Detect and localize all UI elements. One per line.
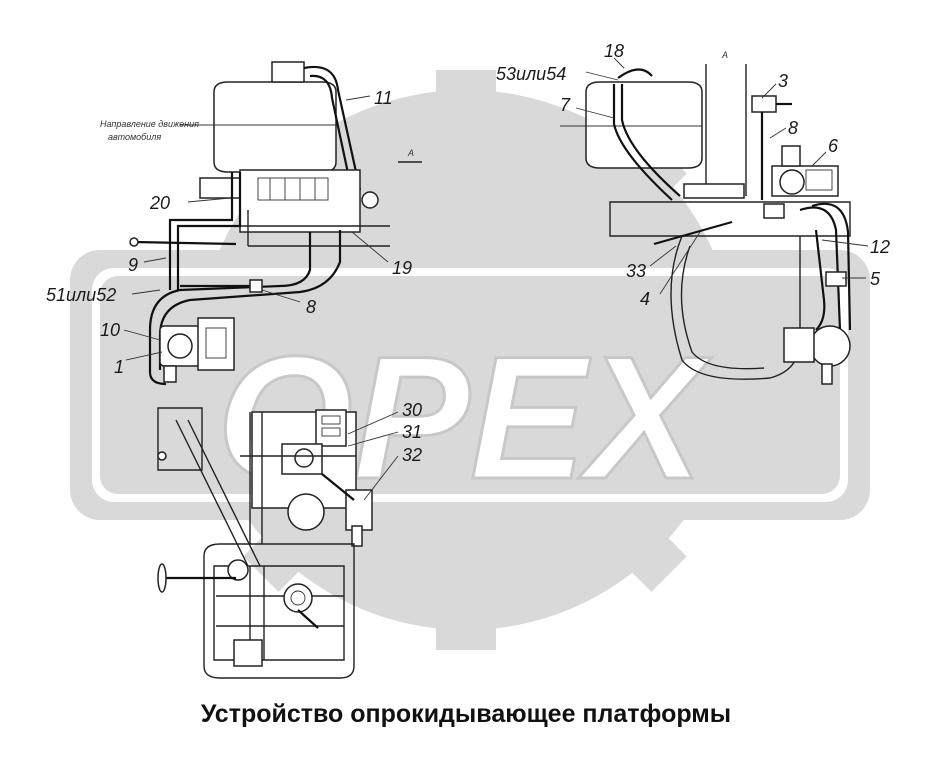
left-assembly bbox=[129, 61, 390, 679]
direction-note: Направление движения автомобиля bbox=[100, 119, 199, 142]
hose-5 bbox=[814, 229, 826, 331]
callout-8-right: 8 bbox=[788, 118, 798, 138]
tank-filler-left bbox=[271, 61, 305, 83]
callout-9: 9 bbox=[128, 255, 138, 275]
right-assembly bbox=[560, 64, 852, 385]
callout-8-left: 8 bbox=[306, 297, 316, 317]
callout-31: 31 bbox=[402, 422, 422, 442]
callout-7: 7 bbox=[560, 95, 571, 115]
frame-right bbox=[609, 201, 851, 237]
valve-block-left bbox=[239, 169, 361, 233]
power-take-off bbox=[197, 317, 235, 371]
pipe-18 bbox=[617, 68, 653, 79]
callout-10: 10 bbox=[100, 320, 120, 340]
view-marker-right: А bbox=[721, 50, 728, 60]
callout-20: 20 bbox=[149, 193, 170, 213]
cab-floor bbox=[203, 543, 355, 679]
lever-base bbox=[283, 583, 313, 613]
oil-tank-right bbox=[585, 81, 703, 169]
callouts: 11 20 9 19 51или52 8 10 1 30 31 32 18 53… bbox=[46, 41, 890, 465]
callout-1: 1 bbox=[114, 357, 124, 377]
pipe-51-52 bbox=[148, 232, 312, 386]
callout-6: 6 bbox=[828, 136, 839, 156]
callout-3: 3 bbox=[778, 71, 788, 91]
diagram-caption: Устройство опрокидывающее платформы bbox=[200, 700, 732, 728]
callout-30: 30 bbox=[402, 400, 422, 420]
rod-left bbox=[175, 419, 261, 567]
callout-5: 5 bbox=[870, 269, 881, 289]
callout-53-54: 53или54 bbox=[496, 64, 566, 84]
gearbox-outline bbox=[670, 235, 801, 380]
callout-12: 12 bbox=[870, 237, 890, 257]
callout-33: 33 bbox=[626, 261, 646, 281]
hose-9 bbox=[133, 240, 237, 246]
note-line2: автомобиля bbox=[108, 132, 161, 142]
hose-12 bbox=[799, 206, 842, 331]
valve-32 bbox=[345, 489, 373, 531]
callout-51-52: 51или52 bbox=[46, 285, 116, 305]
pipe-20 bbox=[168, 172, 234, 290]
oil-tank-left bbox=[213, 81, 337, 173]
callout-18: 18 bbox=[604, 41, 624, 61]
bracket-left bbox=[157, 407, 203, 471]
pipe-7 bbox=[620, 84, 681, 197]
callout-11: 11 bbox=[374, 88, 393, 108]
callout-4: 4 bbox=[640, 289, 650, 309]
view-marker-left: А bbox=[407, 148, 414, 158]
leader-lines bbox=[123, 57, 869, 501]
callout-19: 19 bbox=[392, 258, 412, 278]
pipe-11 bbox=[303, 65, 362, 191]
callout-32: 32 bbox=[402, 445, 422, 465]
filter bbox=[287, 493, 325, 531]
pump-right bbox=[809, 325, 851, 367]
valve-3 bbox=[751, 95, 777, 113]
hose-33 bbox=[653, 220, 733, 246]
note-line1: Направление движения bbox=[100, 119, 199, 129]
